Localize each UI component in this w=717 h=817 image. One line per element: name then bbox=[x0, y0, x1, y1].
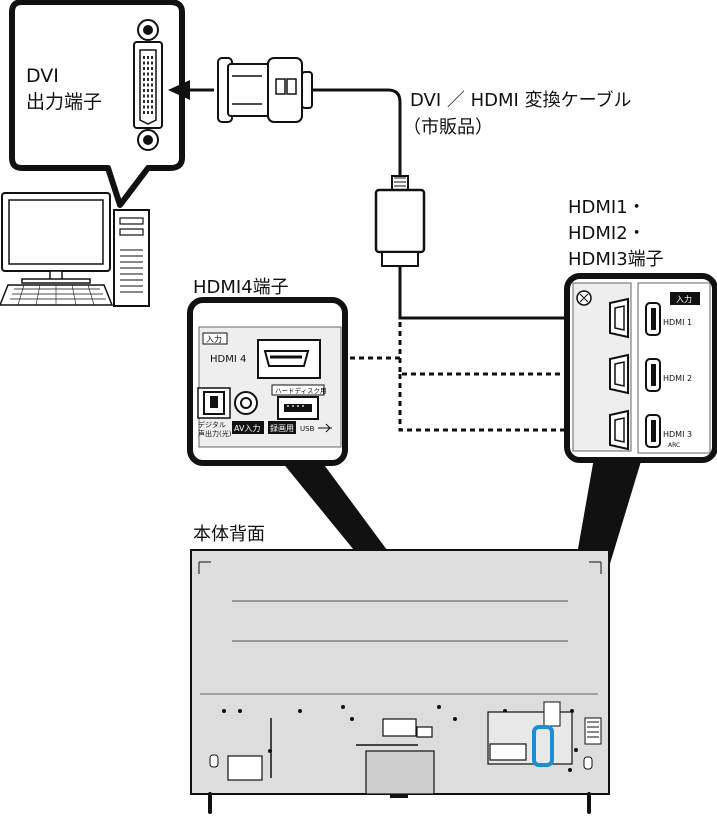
solid-connection-line bbox=[398, 266, 590, 320]
hdmi4-label: HDMI4端子 bbox=[193, 277, 289, 298]
tv-stand-legs bbox=[208, 792, 591, 814]
hdmi4-port-name: HDMI 4 bbox=[210, 354, 246, 365]
dvi-port-icon bbox=[133, 19, 163, 151]
tv-back-label: 本体背面 bbox=[193, 524, 265, 545]
tv-back-panel bbox=[190, 549, 610, 798]
hdmi123-label-line2: HDMI2・ bbox=[568, 223, 646, 244]
cable-label-line1: DVI ／ HDMI 変換ケーブル bbox=[410, 89, 632, 111]
optical-port-icon bbox=[197, 387, 231, 419]
hdd-tag: ハードディスク用 bbox=[275, 386, 327, 395]
hdmi1-port-icon bbox=[609, 297, 661, 339]
hdmi2-port-icon bbox=[609, 353, 661, 395]
dvi-plug-icon bbox=[217, 57, 313, 123]
dotted-connection-line-hdmi3 bbox=[398, 374, 590, 432]
digital-audio-label-line1: デジタル bbox=[198, 420, 226, 429]
hdmi2-port-label: HDMI 2 bbox=[663, 374, 692, 383]
adapter-cable bbox=[312, 88, 402, 176]
digital-audio-label-line2: 声出力(光) bbox=[198, 429, 232, 438]
hdmi4-port-icon bbox=[257, 339, 321, 379]
av-input-label: AV入力 bbox=[234, 423, 260, 433]
cable-label-line2: （市販品） bbox=[403, 117, 493, 138]
hdmi3-port-label: HDMI 3 bbox=[663, 430, 692, 439]
pc-tower bbox=[113, 209, 150, 307]
hdmi-plug-icon bbox=[374, 175, 426, 267]
hdmi4-panel: 入力 HDMI 4 デジタル 声出力(光) AV入力 ハードディスク用 録画用 bbox=[187, 297, 348, 466]
hdmi123-label-line1: HDMI1・ bbox=[568, 197, 646, 218]
hdmi123-label-line3: HDMI3端子 bbox=[568, 249, 664, 270]
usb-label: USB bbox=[300, 425, 315, 433]
hdmi3-port-icon bbox=[609, 409, 661, 451]
usb-port-icon bbox=[277, 396, 319, 420]
usb-symbol-icon bbox=[318, 423, 332, 433]
hdmi123-input-tag: 入力 bbox=[676, 294, 692, 304]
hdmi1-port-label: HDMI 1 bbox=[663, 318, 692, 327]
rec-label: 録画用 bbox=[270, 423, 294, 433]
dotted-connection-line-hdmi2 bbox=[398, 358, 590, 376]
hdmi123-panel: 入力 HDMI 1 HDMI 2 HDMI 3 ARC bbox=[564, 273, 717, 463]
hdmi123-location-highlight bbox=[532, 725, 554, 767]
dvi-arrow-icon bbox=[168, 80, 214, 100]
dvi-output-label-line2: 出力端子 bbox=[26, 91, 102, 113]
dvi-output-label-line1: DVI bbox=[26, 65, 59, 87]
hdmi4-input-tag: 入力 bbox=[206, 334, 222, 344]
hdmi3-arc-label: ARC bbox=[668, 442, 680, 449]
av-input-jack-icon bbox=[234, 391, 258, 415]
pc-monitor bbox=[0, 192, 114, 306]
